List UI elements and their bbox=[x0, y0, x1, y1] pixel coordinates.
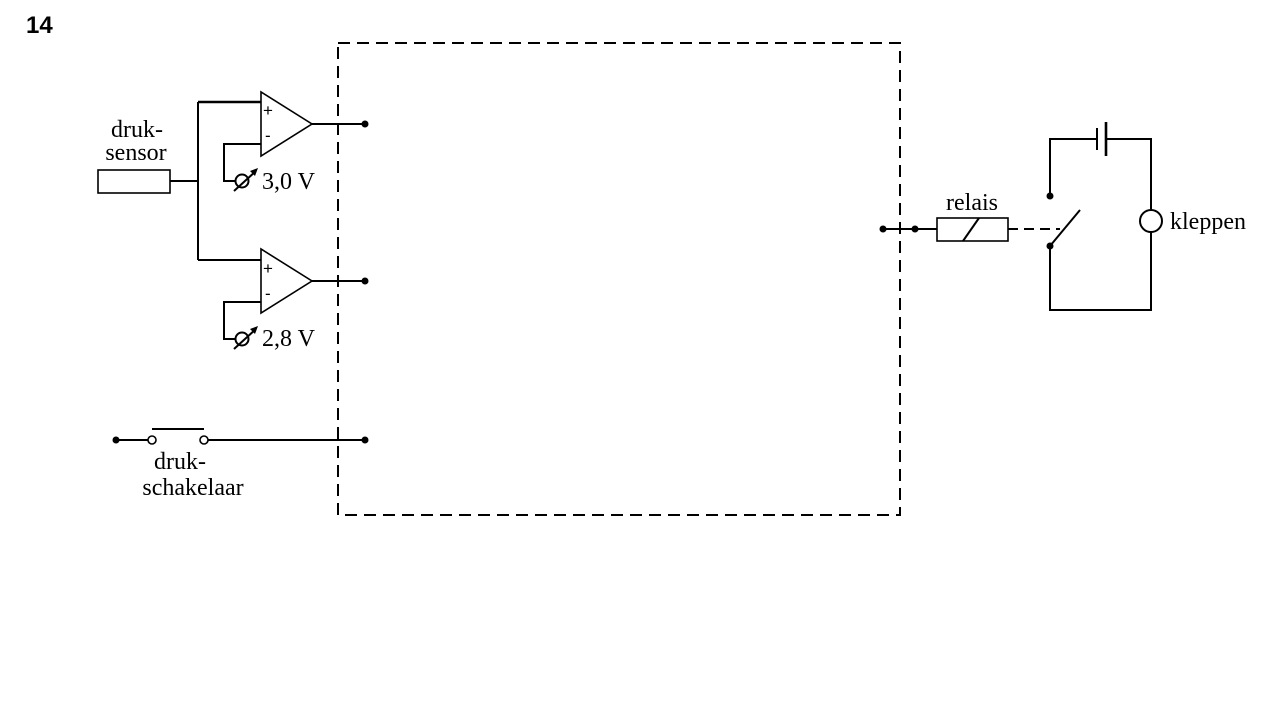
comparator-bottom-output-dot bbox=[361, 277, 369, 285]
comparator-top-output-dot bbox=[361, 120, 369, 128]
question-number: 14 bbox=[26, 12, 53, 39]
comparator-bottom-minus: - bbox=[265, 284, 271, 303]
comparator-bottom-plus: + bbox=[263, 259, 273, 278]
push-switch-label-1: druk- bbox=[154, 449, 206, 475]
pressure-sensor-box bbox=[97, 169, 171, 194]
relay-label: relais bbox=[946, 190, 998, 216]
relay-coil bbox=[936, 217, 1009, 242]
sensor-wiring bbox=[170, 100, 261, 261]
comparator-top-minus: - bbox=[265, 126, 271, 145]
valve-circuit: kleppen bbox=[1046, 122, 1246, 311]
valves-label: kleppen bbox=[1170, 209, 1246, 235]
push-switch-label-2: schakelaar bbox=[142, 475, 243, 501]
pressure-sensor-label-2: sensor bbox=[105, 140, 166, 166]
reference-voltage-top: 3,0 V bbox=[262, 169, 316, 195]
reference-voltage-bottom: 2,8 V bbox=[262, 326, 316, 352]
push-switch: druk- schakelaar bbox=[112, 428, 369, 501]
valves-lamp-icon bbox=[1139, 209, 1163, 233]
push-switch-output-dot bbox=[361, 436, 369, 444]
comparator-bottom-triangle bbox=[260, 247, 314, 315]
comparator-top-plus: + bbox=[263, 101, 273, 120]
adjustable-voltage-source-icon bbox=[233, 168, 258, 192]
relay: relais bbox=[879, 190, 1060, 242]
comparator-bottom: + - 2,8 V bbox=[223, 247, 369, 352]
comparator-top-triangle bbox=[260, 90, 314, 158]
relay-switch-blade bbox=[1049, 209, 1081, 247]
comparator-top: + - 3,0 V bbox=[223, 90, 369, 195]
pressure-sensor: druk- sensor bbox=[97, 117, 171, 194]
processing-block-dashed bbox=[337, 42, 901, 516]
adjustable-voltage-source-icon bbox=[233, 326, 258, 350]
pressure-sensor-label-1: druk- bbox=[111, 117, 163, 143]
